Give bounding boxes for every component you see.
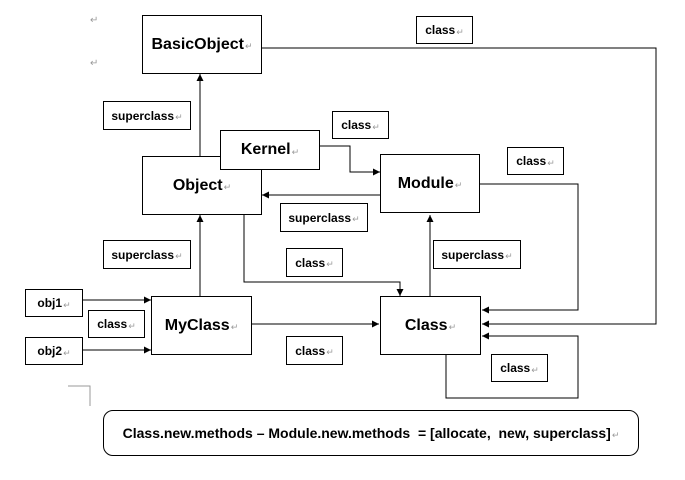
node-class: Class↵	[380, 296, 481, 355]
label-class-obj-myclass: class↵	[88, 310, 145, 338]
node-label: MyClass	[164, 316, 230, 334]
edge-label: class	[295, 343, 326, 358]
edge-label: superclass	[111, 108, 175, 123]
edge-label: class	[516, 154, 547, 168]
edge-label: superclass	[111, 247, 175, 262]
label-class-module-class: class↵	[507, 147, 564, 175]
paragraph-mark: ↵	[547, 157, 555, 168]
edge-label: class	[500, 361, 531, 375]
formula-text: Class.new.methods – Module.new.methods =…	[122, 425, 611, 441]
paragraph-mark: ↵	[90, 15, 99, 26]
label-class-object-class: class↵	[286, 248, 343, 277]
node-label: BasicObject	[151, 35, 244, 53]
paragraph-mark: ↵	[90, 58, 99, 69]
paragraph-mark: ↵	[175, 251, 183, 261]
methods-formula: Class.new.methods – Module.new.methods =…	[103, 410, 639, 456]
node-label: Kernel	[240, 141, 291, 158]
label-class-myclass-class: class↵	[286, 336, 343, 365]
paragraph-mark: ↵	[531, 364, 539, 375]
edge-label: class	[97, 317, 128, 331]
edge-label: class	[425, 23, 456, 37]
arrow-kernel-module	[320, 145, 380, 176]
node-label: obj1	[37, 296, 63, 310]
paragraph-mark: ↵	[326, 347, 334, 357]
arrow-class-self	[445, 332, 579, 399]
node-myclass: MyClass↵	[151, 296, 252, 355]
node-object: Object↵	[142, 156, 262, 215]
label-class-basicobject: class↵	[416, 16, 473, 44]
corner-mark	[68, 385, 91, 406]
edge-label: superclass	[288, 210, 352, 225]
edge-label: superclass	[441, 247, 505, 262]
label-superclass-class-module: superclass↵	[433, 240, 521, 269]
node-label: Class	[404, 316, 448, 334]
node-basicobject: BasicObject↵	[142, 15, 262, 74]
paragraph-mark: ↵	[230, 322, 239, 332]
paragraph-mark: ↵	[352, 214, 360, 224]
paragraph-mark: ↵	[63, 299, 71, 310]
edge-label: class	[341, 118, 372, 132]
paragraph-mark: ↵	[128, 320, 136, 331]
label-class-class-self: class↵	[491, 354, 548, 382]
label-class-kernel-module: class↵	[332, 111, 389, 139]
edge-label: class	[295, 255, 326, 270]
paragraph-mark: ↵	[244, 41, 253, 51]
paragraph-mark: ↵	[611, 429, 620, 440]
label-superclass-myclass-object: superclass↵	[103, 240, 191, 269]
node-kernel: Kernel↵	[220, 130, 320, 170]
paragraph-mark: ↵	[326, 259, 334, 269]
label-superclass-object-basicobject: superclass↵	[103, 101, 191, 130]
paragraph-mark: ↵	[291, 146, 300, 157]
paragraph-mark: ↵	[372, 121, 380, 132]
arrow-object-class	[243, 214, 404, 296]
paragraph-mark: ↵	[454, 180, 463, 190]
paragraph-mark: ↵	[223, 182, 232, 192]
node-obj2: obj2↵	[25, 337, 83, 365]
arrow-module-class	[480, 183, 579, 314]
node-obj1: obj1↵	[25, 289, 83, 317]
node-label: Module	[397, 174, 454, 192]
node-label: obj2	[37, 344, 63, 358]
arrow-basicobject-class	[262, 47, 657, 328]
label-superclass-module-object: superclass↵	[280, 203, 368, 232]
paragraph-mark: ↵	[505, 251, 513, 261]
paragraph-mark: ↵	[456, 26, 464, 37]
node-label: Object	[172, 176, 223, 194]
node-module: Module↵	[380, 154, 480, 213]
paragraph-mark: ↵	[448, 322, 457, 332]
paragraph-mark: ↵	[63, 347, 71, 358]
paragraph-mark: ↵	[175, 112, 183, 122]
